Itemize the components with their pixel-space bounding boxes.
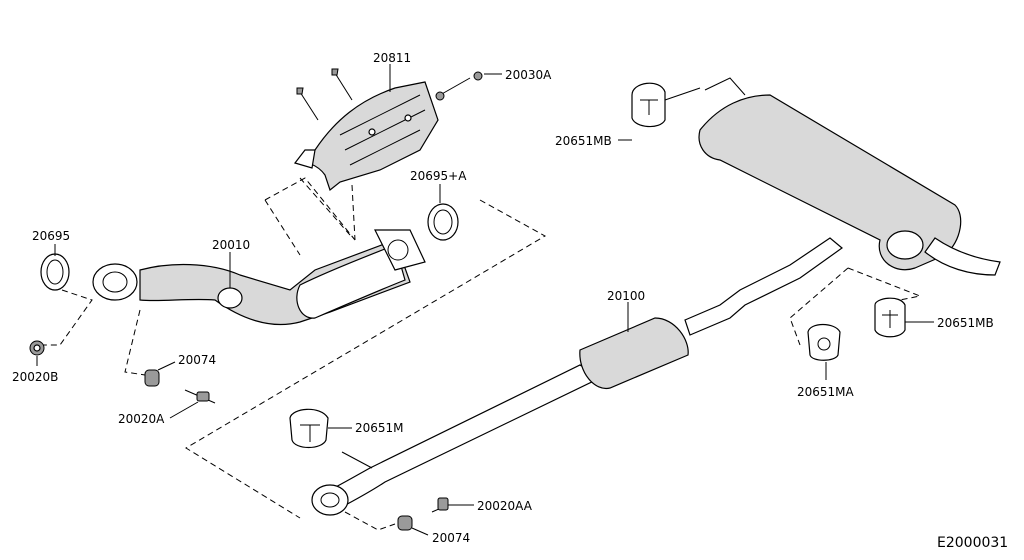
- label-bolt-bottom: 20020AA: [477, 499, 533, 513]
- front-exhaust-tube-part: [92, 229, 426, 326]
- label-spring: 20074: [178, 353, 216, 367]
- label-nut-left: 20020B: [12, 370, 58, 384]
- main-muffler-part: [698, 77, 1001, 276]
- assembly-dash-lines: [40, 177, 922, 531]
- label-heat-insulator: 20811: [373, 51, 411, 65]
- label-cat-gasket: 20695+A: [410, 169, 467, 183]
- label-bolt-top: 20030A: [505, 68, 552, 82]
- label-center-tube: 20100: [607, 289, 645, 303]
- label-mount-rubber-front: 20651M: [355, 421, 404, 435]
- heat-insulator-part: [293, 68, 483, 192]
- label-spring-bottom: 20074: [432, 531, 470, 545]
- label-mount-rubber-top: 20651MB: [555, 134, 612, 148]
- label-mount-rubber-right: 20651MB: [937, 316, 994, 330]
- fastener-parts: [29, 340, 216, 404]
- label-mount-rubber-center: 20651MA: [797, 385, 855, 399]
- leader-lines: [36, 64, 934, 536]
- label-front-exhaust-tube: 20010: [212, 238, 250, 252]
- part-labels: 20811 20030A 20695 20695+A 20010 20020B …: [12, 51, 1008, 551]
- label-stud: 20020A: [118, 412, 165, 426]
- bottom-fastener-parts: [397, 497, 449, 531]
- diagram-code: E2000031: [937, 535, 1008, 551]
- label-front-tube-gasket: 20695: [32, 229, 70, 243]
- center-tube-part: [311, 237, 843, 516]
- gasket-parts: [40, 203, 459, 291]
- mount-rubber-parts: [289, 82, 906, 449]
